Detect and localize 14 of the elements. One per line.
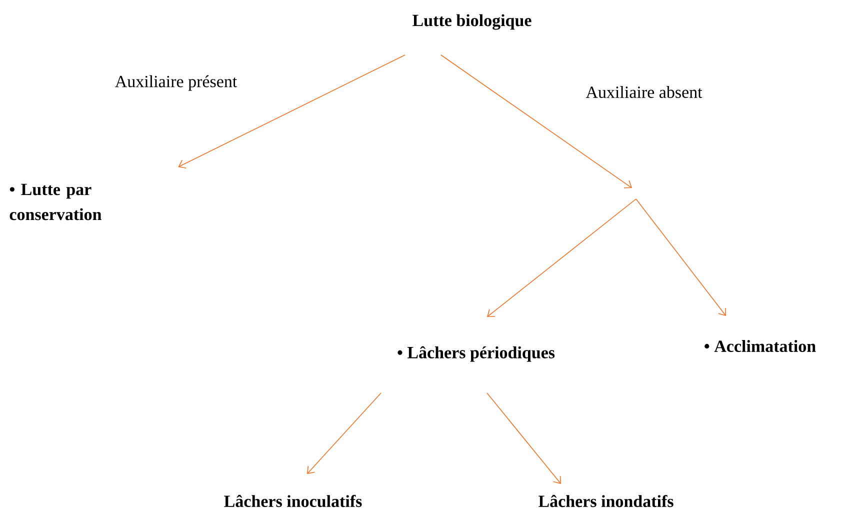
arrow xyxy=(486,392,561,484)
arrow xyxy=(487,198,636,317)
edge-label: Auxiliaire absent xyxy=(586,86,702,98)
leaf-text: Lâchers inoculatifs xyxy=(224,494,362,508)
edge-label: Auxiliaire présent xyxy=(115,75,238,91)
arrow xyxy=(307,392,382,474)
category-text: • Lâchers périodiques xyxy=(398,346,555,362)
arrow xyxy=(440,54,632,188)
arrow xyxy=(178,54,406,168)
category-text: • Acclimatation xyxy=(704,340,816,352)
heading-text: Lutte biologique xyxy=(412,14,532,30)
category-text: • Lutte par conservation xyxy=(10,184,102,220)
leaf-text: Lâchers inondatifs xyxy=(538,494,674,508)
arrow xyxy=(636,198,726,316)
